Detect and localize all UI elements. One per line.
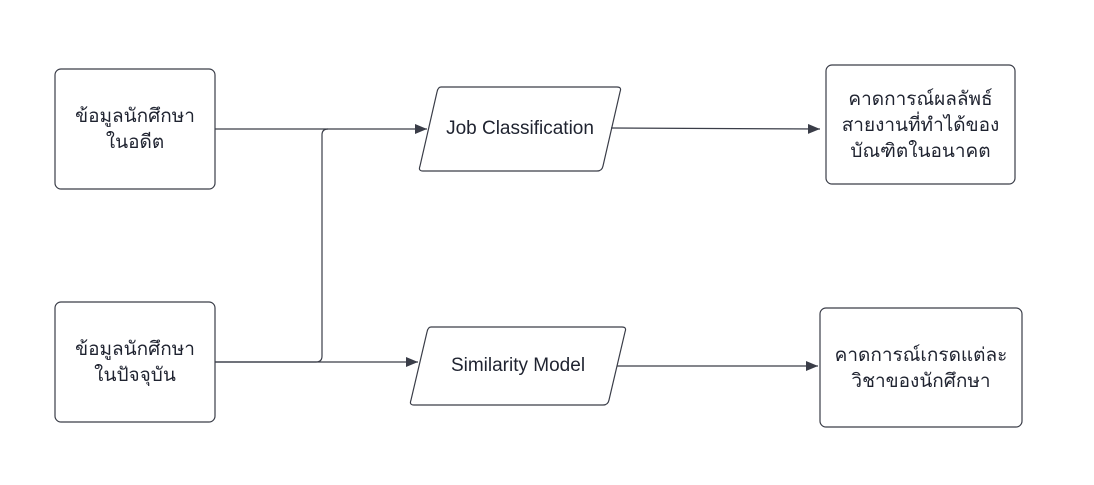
past-students-label: ข้อมูลนักศึกษา ในอดีต — [75, 105, 195, 153]
job-classification-label: Job Classification — [446, 118, 594, 139]
job-prediction-label: คาดการณ์ผลลัพธ์ สายงานที่ทำได้ของ บัณฑิต… — [841, 87, 1000, 162]
job-prediction-box — [825, 64, 1016, 185]
grade-prediction-box — [819, 307, 1023, 428]
grade-prediction-label: คาดการณ์เกรดแต่ละ วิชาของนักศึกษา — [834, 343, 1008, 392]
job-classification-shape — [418, 86, 622, 172]
similarity-model-shape — [409, 326, 627, 406]
edge-job-to-prediction — [610, 123, 821, 134]
similarity-model-label: Similarity Model — [450, 355, 586, 376]
edge-current-to-job — [215, 128, 329, 363]
current-students-label: ข้อมูลนักศึกษา ในปัจจุบัน — [75, 338, 195, 386]
